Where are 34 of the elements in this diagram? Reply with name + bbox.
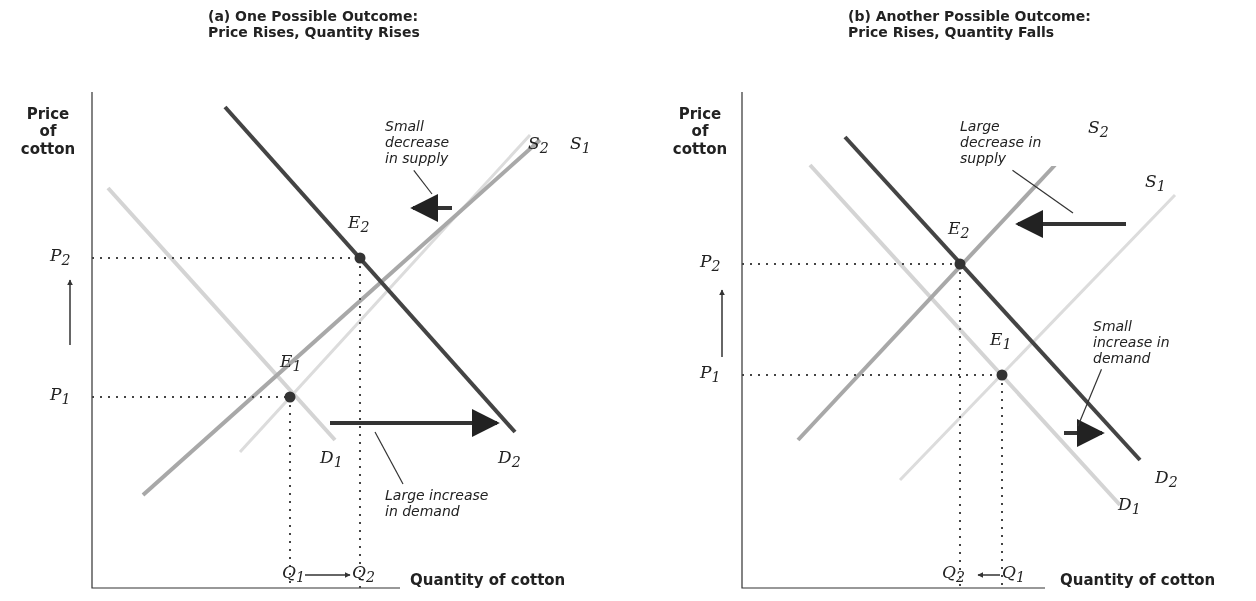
panel-title: (b) Another Possible Outcome: Price Rises, Quantity Falls xyxy=(848,8,1092,41)
price-label: P$_{1}$ xyxy=(700,363,721,386)
quantity-label: Q$_{2}$ xyxy=(352,563,375,586)
leader-line xyxy=(1077,368,1103,427)
quantity-label: Q$_{1}$ xyxy=(1002,563,1025,586)
panel-title: (a) One Possible Outcome: Price Rises, Quantity Rises xyxy=(208,8,421,41)
leader-line xyxy=(374,431,404,485)
curve-label: S$_{1}$ xyxy=(1145,172,1166,195)
curve-label: S$_{2}$ xyxy=(528,134,549,157)
shift-arrow xyxy=(330,409,500,437)
shift-arrow xyxy=(1064,419,1105,447)
leader-line xyxy=(1011,169,1074,214)
curve-label: D$_{1}$ xyxy=(320,448,343,471)
price-label: P$_{2}$ xyxy=(50,246,71,269)
curve-label: D$_{2}$ xyxy=(498,448,521,471)
price-label: P$_{1}$ xyxy=(50,385,71,408)
quantity-label: Q$_{2}$ xyxy=(942,563,965,586)
axis-title: Quantity of cotton xyxy=(410,572,566,590)
point-label: E$_{2}$ xyxy=(348,213,370,236)
curve-label: D$_{1}$ xyxy=(1118,495,1141,518)
axis-title: Price of cotton xyxy=(19,106,77,158)
leader-line xyxy=(413,169,433,195)
curve-label: D$_{2}$ xyxy=(1155,468,1178,491)
point-label: E$_{1}$ xyxy=(280,352,302,375)
price-label: P$_{2}$ xyxy=(700,252,721,275)
point-label: E$_{1}$ xyxy=(990,330,1012,353)
curve-label: S$_{2}$ xyxy=(1088,118,1109,141)
quantity-label: Q$_{1}$ xyxy=(282,563,305,586)
point-label: E$_{2}$ xyxy=(948,219,970,242)
axis-title: Price of cotton xyxy=(671,106,729,158)
curve-label: S$_{1}$ xyxy=(570,134,591,157)
shift-arrow xyxy=(410,194,452,222)
shift-arrow xyxy=(1015,210,1126,238)
axis-title: Quantity of cotton xyxy=(1060,572,1216,590)
